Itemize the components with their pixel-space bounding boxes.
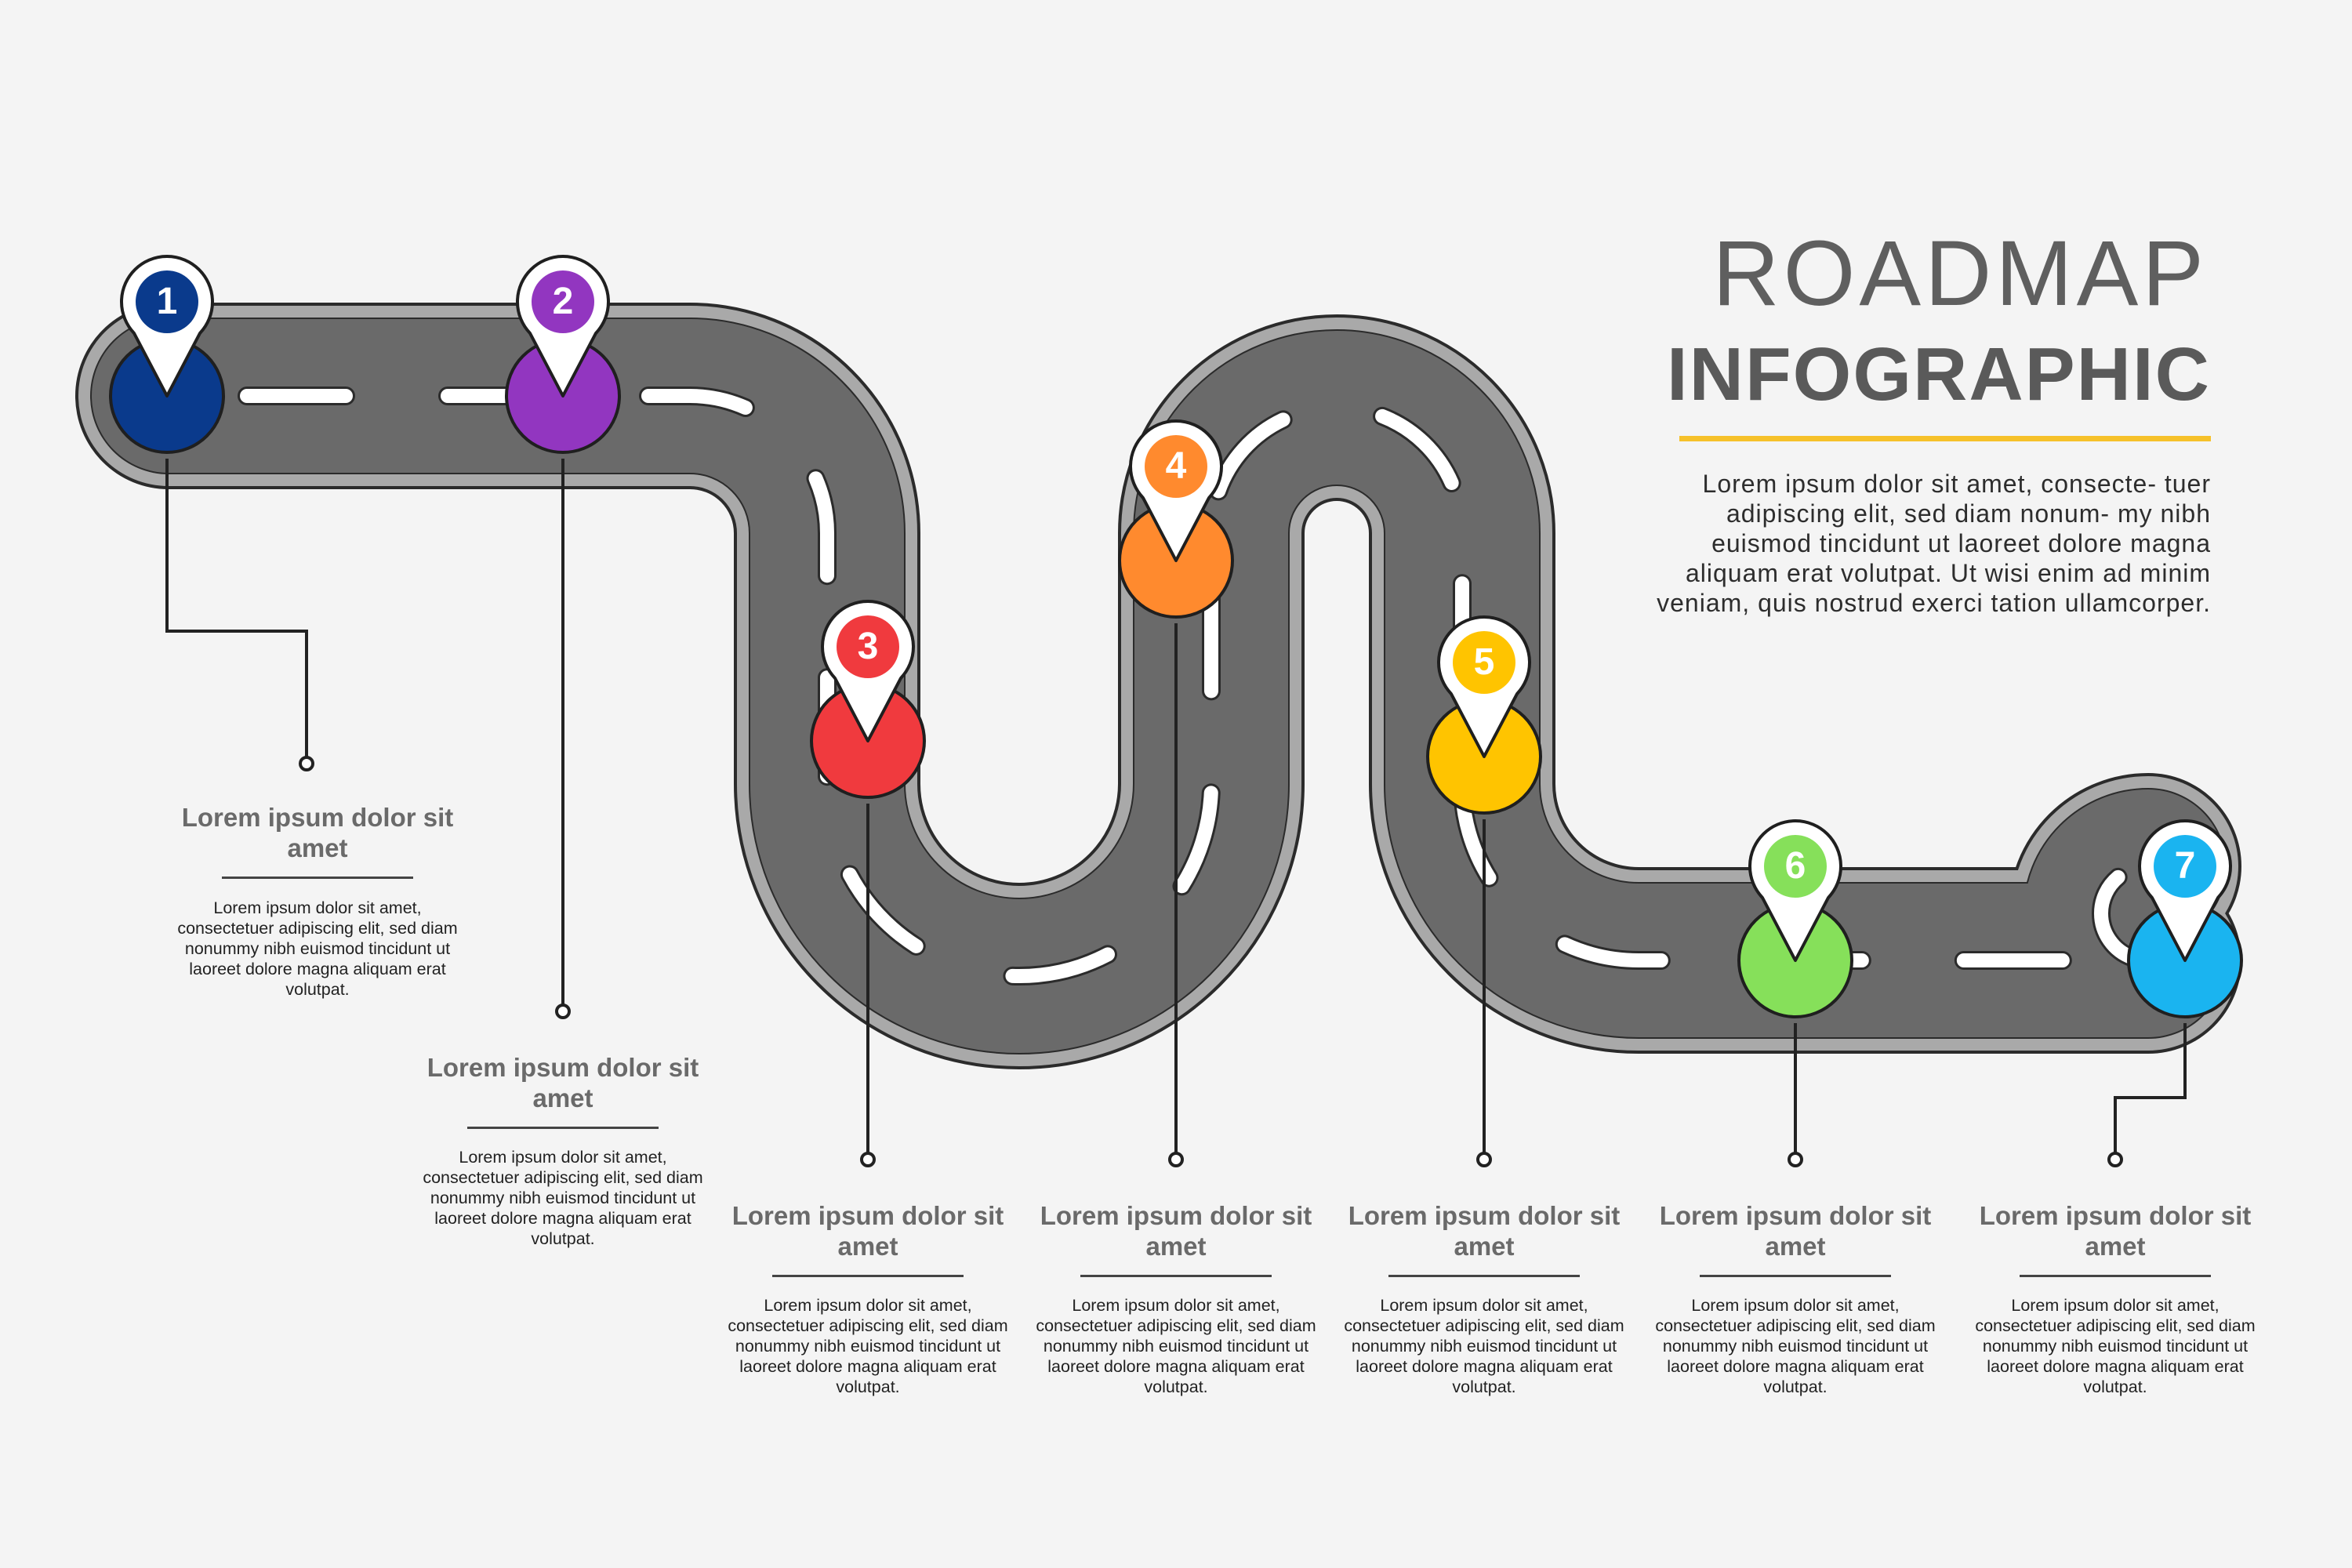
leader-dot-5 xyxy=(1476,1152,1492,1167)
intro-paragraph: Lorem ipsum dolor sit amet, consecte- tu… xyxy=(1657,470,2211,617)
step-description-1: Lorem ipsum dolor sit amet, consectetuer… xyxy=(177,898,458,999)
leader-dot-6 xyxy=(1788,1152,1803,1167)
step-heading-7: Lorem ipsum dolor sit amet xyxy=(1979,1201,2252,1261)
step-heading-1: Lorem ipsum dolor sit amet xyxy=(181,803,454,862)
leader-dot-4 xyxy=(1168,1152,1184,1167)
pin-badge-1 xyxy=(136,270,198,333)
step-number-3: 3 xyxy=(857,626,879,667)
pin-badge-2 xyxy=(532,270,594,333)
step-heading-6: Lorem ipsum dolor sit amet xyxy=(1659,1201,1932,1261)
step-number-5: 5 xyxy=(1473,641,1495,683)
location-pins xyxy=(109,255,2243,1018)
step-heading-3: Lorem ipsum dolor sit amet xyxy=(731,1201,1004,1261)
step-number-2: 2 xyxy=(552,281,574,322)
leader-line-1 xyxy=(165,459,308,759)
pin-badge-3 xyxy=(837,615,899,678)
step-number-4: 4 xyxy=(1165,445,1187,487)
step-divider-1 xyxy=(222,877,413,879)
leader-dot-3 xyxy=(860,1152,876,1167)
step-divider-4 xyxy=(1080,1275,1272,1277)
step-description-7: Lorem ipsum dolor sit amet, consectetuer… xyxy=(1975,1296,2256,1396)
step-number-6: 6 xyxy=(1784,845,1806,887)
title-roadmap: ROADMAP xyxy=(1712,222,2208,325)
step-heading-2: Lorem ipsum dolor sit amet xyxy=(426,1053,699,1112)
leader-lines xyxy=(165,459,2187,1167)
step-description-4: Lorem ipsum dolor sit amet, consectetuer… xyxy=(1036,1296,1316,1396)
step-number-7: 7 xyxy=(2174,845,2196,887)
title-underline xyxy=(1679,436,2211,441)
leader-dot-1 xyxy=(299,756,314,771)
leader-dot-2 xyxy=(555,1004,571,1019)
title-infographic: INFOGRAPHIC xyxy=(1667,332,2211,416)
pin-badge-5 xyxy=(1453,631,1515,694)
pin-badge-6 xyxy=(1764,835,1827,898)
step-heading-5: Lorem ipsum dolor sit amet xyxy=(1348,1201,1621,1261)
lane-markings xyxy=(162,389,2155,983)
pin-badge-4 xyxy=(1145,435,1207,498)
step-description-3: Lorem ipsum dolor sit amet, consectetuer… xyxy=(728,1296,1008,1396)
step-divider-5 xyxy=(1388,1275,1580,1277)
leader-dot-7 xyxy=(2107,1152,2123,1167)
pin-badge-7 xyxy=(2154,835,2216,898)
winding-road xyxy=(75,303,2241,1069)
step-divider-2 xyxy=(467,1127,659,1129)
leader-line-7 xyxy=(2114,1023,2187,1155)
step-divider-6 xyxy=(1700,1275,1891,1277)
step-divider-7 xyxy=(2020,1275,2211,1277)
step-description-6: Lorem ipsum dolor sit amet, consectetuer… xyxy=(1655,1296,1936,1396)
step-description-2: Lorem ipsum dolor sit amet, consectetuer… xyxy=(423,1148,703,1248)
step-number-1: 1 xyxy=(156,281,178,322)
step-heading-4: Lorem ipsum dolor sit amet xyxy=(1040,1201,1312,1261)
step-divider-3 xyxy=(772,1275,964,1277)
step-description-5: Lorem ipsum dolor sit amet, consectetuer… xyxy=(1344,1296,1624,1396)
